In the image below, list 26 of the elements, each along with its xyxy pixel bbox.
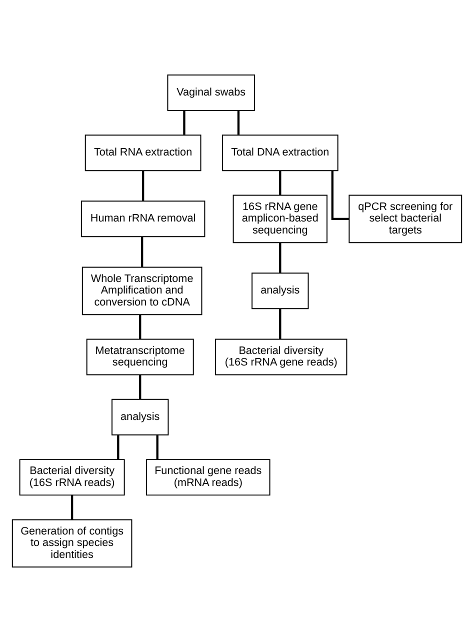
connector	[279, 242, 282, 272]
connector	[70, 494, 74, 520]
node-box: qPCR screening for select bacterial targets	[348, 194, 462, 243]
connector	[156, 434, 158, 459]
node-box: 16S rRNA gene amplicon-based sequencing	[232, 194, 328, 243]
node-box: Total DNA extraction	[222, 134, 338, 171]
connector	[142, 170, 144, 200]
node-box: Total RNA extraction	[84, 134, 202, 171]
node-box: Vaginal swabs	[167, 74, 255, 110]
connector	[279, 308, 282, 338]
connector	[141, 236, 144, 267]
connector	[183, 110, 186, 134]
connector	[237, 110, 240, 134]
node-box: Whole Transcriptome Amplification and conversion to cDNA	[82, 266, 202, 315]
node-box: Bacterial diversity (16S rRNA gene reads)	[215, 338, 348, 375]
node-box: Metatranscriptome sequencing	[86, 338, 194, 375]
connector	[139, 314, 142, 338]
connector	[279, 170, 282, 195]
node-box: Generation of contigs to assign species identities	[12, 518, 132, 568]
node-box: Human rRNA removal	[80, 200, 206, 237]
connector	[117, 434, 120, 459]
connector	[139, 374, 142, 399]
node-box: Functional gene reads (mRNA reads)	[146, 458, 270, 496]
node-box: analysis	[112, 398, 169, 435]
node-box: analysis	[252, 272, 309, 309]
node-box: Bacterial diversity (16S rRNA reads)	[19, 458, 125, 496]
